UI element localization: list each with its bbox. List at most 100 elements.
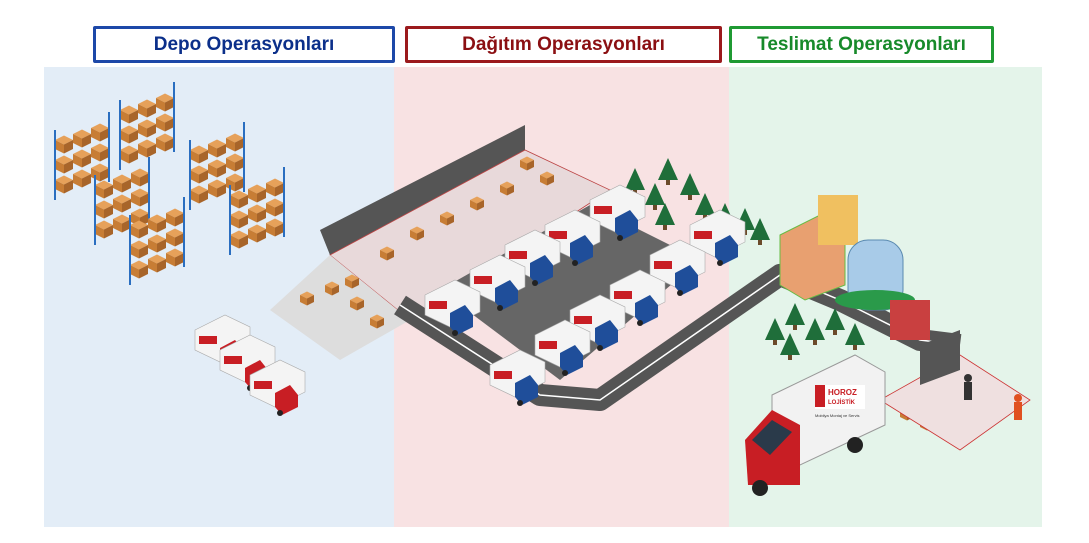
box-side <box>235 138 244 152</box>
horoz-logo <box>614 291 632 299</box>
truck <box>534 319 591 376</box>
tree-trunk <box>833 330 837 335</box>
tree-trunk <box>688 195 692 200</box>
horoz-logo <box>574 316 592 324</box>
box-side <box>175 233 184 247</box>
truck-wheel <box>677 290 683 296</box>
box-side <box>100 128 109 142</box>
box-side <box>104 185 113 199</box>
box-side <box>257 189 266 203</box>
box-side <box>91 128 100 142</box>
box-side <box>332 285 339 296</box>
box-side <box>190 150 199 164</box>
box-side <box>113 199 122 213</box>
box-side <box>157 219 166 233</box>
delivery-ramp <box>920 330 960 385</box>
box-side <box>226 138 235 152</box>
truck <box>424 279 481 336</box>
box-side <box>352 278 359 289</box>
tree-trunk <box>788 355 792 360</box>
box-side <box>64 180 73 194</box>
tree-trunk <box>653 205 657 210</box>
horoz-logo <box>429 301 447 309</box>
box-side <box>113 179 122 193</box>
box-side <box>130 265 139 279</box>
box-side <box>129 150 138 164</box>
box-side <box>477 200 484 211</box>
horoz-logo <box>539 341 557 349</box>
box-side <box>138 124 147 138</box>
box-side <box>527 160 534 171</box>
city-buildings <box>779 195 930 340</box>
box-side <box>122 179 131 193</box>
box-side <box>380 250 387 261</box>
box-side <box>175 253 184 267</box>
warehouse-wall <box>320 125 525 255</box>
horoz-logo <box>199 336 217 344</box>
loading-floor <box>270 255 410 360</box>
box-side <box>190 170 199 184</box>
box-side <box>73 174 82 188</box>
box-side <box>217 164 226 178</box>
van-tagline: Mobilya Montaj ve Servis <box>815 413 859 418</box>
box-side <box>82 174 91 188</box>
tree <box>695 193 715 215</box>
box-side <box>148 239 157 253</box>
box-side <box>95 185 104 199</box>
truck <box>489 349 546 406</box>
box-side <box>156 138 165 152</box>
trucks <box>194 184 746 416</box>
box-side <box>239 195 248 209</box>
box-side <box>104 205 113 219</box>
box-side <box>266 183 275 197</box>
box-side <box>190 190 199 204</box>
box-side <box>199 170 208 184</box>
truck-cab <box>715 235 738 265</box>
tree-trunk <box>853 345 857 350</box>
box-side <box>507 185 514 196</box>
box-side <box>387 250 394 261</box>
box-side <box>91 148 100 162</box>
box-side <box>520 160 527 171</box>
horoz-logo <box>654 261 672 269</box>
box-side <box>165 98 174 112</box>
box-side <box>470 200 477 211</box>
box-side <box>55 140 64 154</box>
box-side <box>95 225 104 239</box>
box-side <box>131 173 140 187</box>
box-side <box>157 259 166 273</box>
box-side <box>175 213 184 227</box>
truck-wheel <box>497 305 503 311</box>
box-side <box>248 209 257 223</box>
box-side <box>156 118 165 132</box>
parking-lot <box>440 205 700 380</box>
box-side <box>226 178 235 192</box>
box-side <box>165 118 174 132</box>
box-side <box>140 173 149 187</box>
box-side <box>129 130 138 144</box>
box-side <box>139 225 148 239</box>
truck <box>589 184 646 241</box>
box-side <box>357 300 364 311</box>
box-side <box>266 223 275 237</box>
box-side <box>239 215 248 229</box>
box-side <box>377 318 384 329</box>
box-side <box>156 98 165 112</box>
box-side <box>55 180 64 194</box>
tree-trunk <box>666 180 670 185</box>
truck-cab <box>275 385 298 415</box>
truck-wheel <box>562 370 568 376</box>
tree <box>785 303 805 325</box>
header-delivery-operations: Teslimat Operasyonları <box>729 26 994 63</box>
truck-cab <box>515 375 538 405</box>
box-side <box>547 175 554 186</box>
box-side <box>166 233 175 247</box>
warehouse-shelves <box>54 82 285 285</box>
box-side <box>100 168 109 182</box>
truck-cab <box>675 265 698 295</box>
truck-cab <box>595 320 618 350</box>
box-side <box>120 110 129 124</box>
truck-wheel <box>637 320 643 326</box>
box-side <box>73 154 82 168</box>
